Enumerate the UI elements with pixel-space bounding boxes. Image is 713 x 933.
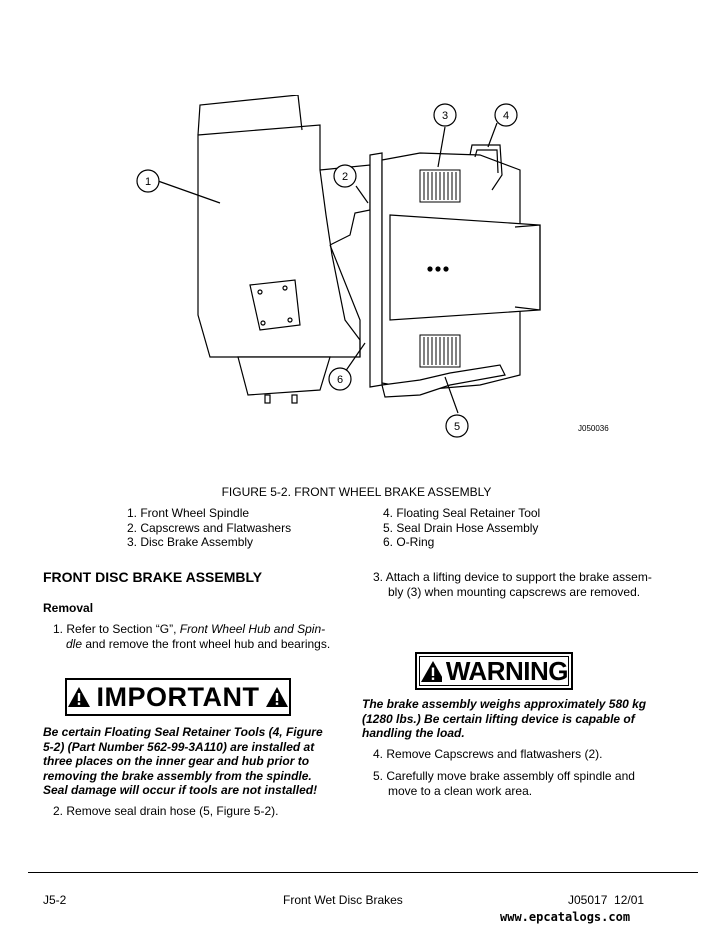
section-title: FRONT DISC BRAKE ASSEMBLY [43, 569, 263, 585]
callout-3: 3 [433, 103, 457, 132]
footer-doc-id: J05017 12/01 [568, 893, 645, 907]
legend-item: 6. O-Ring [383, 535, 435, 549]
warning-box: WARNING [415, 652, 573, 690]
footer-rule [28, 872, 698, 873]
svg-text:4: 4 [503, 110, 509, 122]
watermark-url: www.epcatalogs.com [500, 910, 631, 924]
step-5: 5. Carefully move brake assembly off spi… [373, 769, 635, 798]
step-2: 2. Remove seal drain hose (5, Figure 5-2… [53, 804, 279, 818]
legend-item: 4. Floating Seal Retainer Tool [383, 506, 541, 520]
brake-assembly-illustration [157, 95, 541, 414]
footer-page-number: J5-2 [43, 893, 67, 907]
legend-right: 4. Floating Seal Retainer Tool 5. Seal D… [383, 506, 540, 550]
svg-text:2: 2 [342, 171, 348, 183]
step-1: 1. Refer to Section “G”, Front Wheel Hub… [53, 622, 331, 651]
callout-5: 5 [445, 414, 469, 443]
svg-text:1: 1 [145, 176, 151, 188]
important-label: IMPORTANT [96, 681, 260, 712]
step-3: 3. Attach a lifting device to support th… [373, 570, 652, 599]
legend-item: 3. Disc Brake Assembly [127, 535, 254, 549]
legend-item: 5. Seal Drain Hose Assembly [383, 520, 539, 535]
warning-triangle-icon [68, 687, 90, 707]
legend-item: 2. Capscrews and Flatwashers [127, 520, 292, 535]
svg-text:6: 6 [337, 374, 343, 386]
warning-triangle-icon [421, 660, 442, 682]
legend-item: 1. Front Wheel Spindle [127, 506, 250, 520]
svg-text:3: 3 [442, 110, 448, 122]
warning-label: WARNING [445, 655, 569, 686]
callout-1: 1 [136, 169, 160, 198]
figure-caption: FIGURE 5-2. FRONT WHEEL BRAKE ASSEMBLY [221, 485, 492, 499]
callout-4: 4 [494, 103, 518, 132]
important-box: IMPORTANT [65, 678, 291, 716]
footer-section-title: Front Wet Disc Brakes [283, 893, 403, 907]
warning-text: The brake assembly weighs approximately … [362, 697, 647, 740]
callout-6: 6 [328, 367, 352, 396]
warning-triangle-icon [266, 687, 289, 707]
callout-2: 2 [333, 164, 357, 193]
figure-id: J050036 [578, 424, 609, 433]
legend-left: 1. Front Wheel Spindle 2. Capscrews and … [127, 506, 291, 550]
step-4: 4. Remove Capscrews and flatwashers (2). [373, 747, 603, 761]
section-subtitle: Removal [43, 601, 94, 615]
svg-text:5: 5 [454, 421, 460, 433]
important-text: Be certain Floating Seal Retainer Tools … [43, 725, 323, 797]
